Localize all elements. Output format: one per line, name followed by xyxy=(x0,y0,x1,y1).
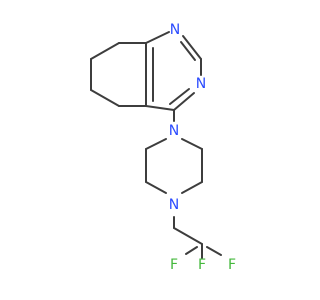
bond xyxy=(185,246,198,255)
bond xyxy=(169,88,190,105)
bond xyxy=(145,105,175,111)
bond xyxy=(173,227,203,245)
bond xyxy=(181,138,203,150)
atom-labels: N N N N F F F xyxy=(169,22,236,273)
bond xyxy=(206,246,222,256)
atom-label-fluorine-right: F xyxy=(228,257,236,273)
bond xyxy=(181,181,203,194)
bond xyxy=(180,41,196,61)
bond xyxy=(90,42,120,60)
atom-label-piperazine-top-n: N xyxy=(169,123,179,139)
bond xyxy=(145,31,170,44)
bond xyxy=(145,138,167,150)
bond xyxy=(145,181,167,194)
bond xyxy=(182,35,202,60)
bond xyxy=(90,89,120,107)
atom-label-n3: N xyxy=(196,76,206,92)
atom-label-piperazine-bottom-n: N xyxy=(169,197,179,213)
bonds xyxy=(90,31,222,259)
molecule-structure: N N N N F F F xyxy=(90,22,236,273)
bond xyxy=(173,92,195,111)
atom-label-fluorine-left: F xyxy=(170,257,178,273)
atom-label-n1: N xyxy=(170,22,180,38)
atom-label-fluorine-top: F xyxy=(198,257,206,273)
